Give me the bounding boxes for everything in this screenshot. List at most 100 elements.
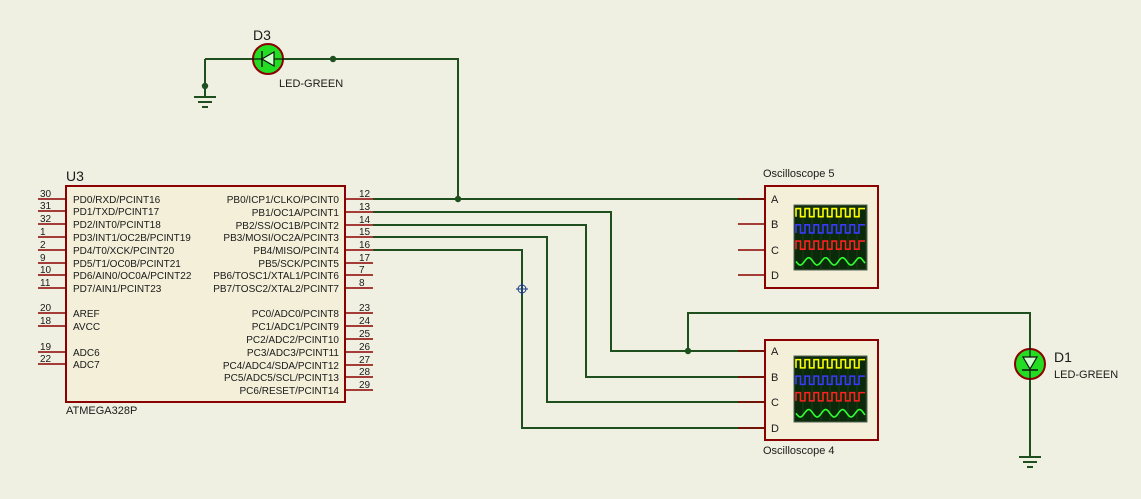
scope5-title: Oscilloscope 5 (763, 168, 835, 180)
scope5-screen (793, 204, 868, 271)
pin-name: PB0/ICP1/CLKO/PCINT0 (227, 195, 340, 206)
pin-number: 15 (359, 227, 371, 238)
pin-name: AVCC (73, 322, 100, 333)
pin-name: ADC7 (73, 360, 100, 371)
oscilloscope-5[interactable]: Oscilloscope 5 A B C D (738, 168, 879, 289)
pin-number: 19 (40, 342, 52, 353)
scope-channel-c[interactable]: C (738, 397, 779, 409)
pin-name: PB7/TOSC2/XTAL2/PCINT7 (213, 284, 339, 295)
junction-dot (684, 347, 692, 355)
pin-number: 10 (40, 265, 52, 276)
scope4-title: Oscilloscope 4 (763, 445, 835, 457)
scope-channel-d[interactable]: D (738, 270, 779, 282)
led-d3-part: LED-GREEN (279, 78, 343, 90)
pin-number: 1 (40, 227, 46, 238)
led-d1[interactable]: D1 LED-GREEN (1014, 348, 1118, 381)
scope4-screen (793, 355, 868, 423)
crosshair-cursor-icon (516, 283, 528, 295)
scope-trace (795, 256, 866, 266)
scope-trace (795, 408, 866, 418)
pin-name: PC0/ADC0/PCINT8 (252, 309, 340, 320)
wire-pb3-scope4-c (373, 236, 765, 403)
oscilloscope-4[interactable]: A B C D Oscilloscope 4 (738, 339, 879, 457)
pin-name: PC2/ADC2/PCINT10 (246, 335, 339, 346)
pin-number: 24 (359, 316, 371, 327)
pin-number: 25 (359, 329, 371, 340)
junction-dot (454, 195, 462, 203)
wire-d1-network (687, 312, 1031, 351)
junctions (201, 55, 692, 355)
pin-name: PD3/INT1/OC2B/PCINT19 (73, 233, 191, 244)
junction-dot (329, 55, 337, 63)
scope-channel-a[interactable]: A (738, 346, 779, 358)
led-d1-part: LED-GREEN (1054, 369, 1118, 381)
mcu-body (65, 185, 346, 403)
pin-number: 12 (359, 189, 371, 200)
pin-number: 11 (40, 278, 51, 289)
wire-pb2-scope4-b (373, 224, 765, 378)
scope-channel-c[interactable]: C (738, 245, 779, 257)
channel-label: D (771, 270, 779, 282)
scope4-channels: A B C D (738, 346, 779, 435)
scope-channel-b[interactable]: B (738, 219, 778, 231)
pin-name: PC1/ADC1/PCINT9 (252, 322, 340, 333)
scope-channel-d[interactable]: D (738, 423, 779, 435)
scope-trace (795, 358, 865, 369)
led-d3[interactable]: D3 LED-GREEN (252, 27, 343, 90)
pin-name: PD7/AIN1/PCINT23 (73, 284, 162, 295)
wire-d3-ground (204, 58, 252, 96)
led-d1-ref: D1 (1054, 349, 1072, 365)
mcu-left-pins: 30PD0/RXD/PCINT1631PD1/TXD/PCINT1732PD2/… (38, 189, 192, 371)
pin-number: 27 (359, 355, 371, 366)
wire-pb4-scope4-d (373, 249, 765, 429)
pin-name: PC6/RESET/PCINT14 (240, 386, 340, 397)
mcu-atmega328p[interactable]: U3 30PD0/RXD/PCINT1631PD1/TXD/PCINT1732P… (38, 168, 373, 417)
pin-name: PB5/SCK/PCINT5 (258, 259, 339, 270)
pin-number: 16 (359, 240, 371, 251)
scope-channel-b[interactable]: B (738, 372, 778, 384)
scope-trace (795, 224, 865, 234)
junction-dot (201, 82, 209, 90)
pin-number: 14 (359, 215, 371, 226)
pin-name: PB3/MOSI/OC2A/PCINT3 (223, 233, 339, 244)
scope-trace (795, 240, 865, 250)
pin-name: PB4/MISO/PCINT4 (253, 246, 339, 257)
pin-number: 17 (359, 253, 371, 264)
pin-name: PD1/TXD/PCINT17 (73, 207, 160, 218)
pin-number: 28 (359, 367, 371, 378)
scope-channel-a[interactable]: A (738, 194, 779, 206)
wire-d3-to-pb0 (284, 58, 459, 199)
scope-trace (795, 375, 865, 386)
pin-name: PD4/T0/XCK/PCINT20 (73, 246, 175, 257)
pin-number: 13 (359, 202, 371, 213)
scope-trace (795, 391, 865, 402)
